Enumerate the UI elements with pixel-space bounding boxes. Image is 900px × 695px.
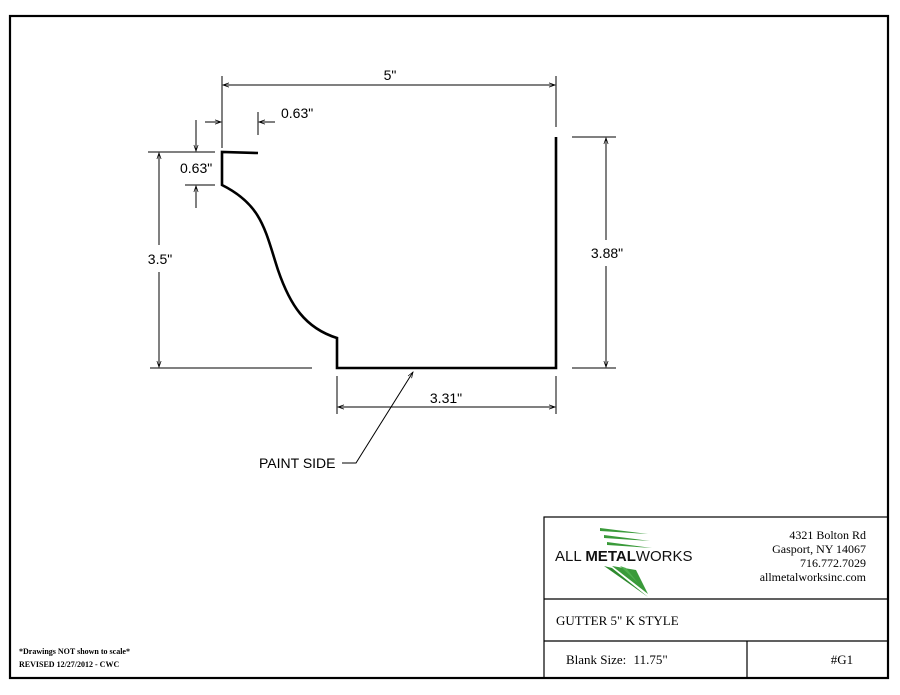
logo-text-metal: METAL <box>585 548 636 565</box>
dimension-label-front-height: 3.5" <box>148 251 172 267</box>
dimension-top-width: 5" <box>221 67 557 148</box>
logo-text-all: ALL <box>555 548 585 565</box>
paint-side-callout: PAINT SIDE <box>259 371 414 471</box>
blank-size-value: 11.75" <box>634 652 668 667</box>
blank-size-label: Blank Size: <box>566 652 626 667</box>
address-line-2: Gasport, NY 14067 <box>772 542 866 556</box>
dimension-lip-width: 0.63" <box>205 105 313 135</box>
dimension-label-lip-width: 0.63" <box>281 105 313 121</box>
svg-text:ALL METALWORKS: ALL METALWORKS <box>555 548 693 565</box>
logo-stripes-icon <box>600 528 652 597</box>
title-block: ALL METALWORKS 4321 Bolton Rd Gasport, N… <box>543 516 889 679</box>
revision-note: REVISED 12/27/2012 - CWC <box>19 660 119 669</box>
dimension-front-height: 3.5" <box>148 151 312 369</box>
drawing-title: GUTTER 5" K STYLE <box>556 613 679 628</box>
dimension-label-bottom-width: 3.31" <box>430 390 462 406</box>
dimension-lip-height: 0.63" <box>180 120 215 208</box>
dimension-label-lip-height: 0.63" <box>180 160 212 176</box>
dimension-label-top-width: 5" <box>384 67 397 83</box>
website: allmetalworksinc.com <box>760 570 867 584</box>
company-logo: ALL METALWORKS <box>555 528 693 597</box>
address-line-1: 4321 Bolton Rd <box>789 528 866 542</box>
scale-note: *Drawings NOT shown to scale* <box>19 647 130 656</box>
dimension-bottom-width: 3.31" <box>336 376 557 414</box>
dimension-back-height: 3.88" <box>572 136 623 369</box>
svg-text:Blank Size: 11.75": Blank Size: 11.75" <box>566 652 668 667</box>
paint-side-label: PAINT SIDE <box>259 455 336 471</box>
drawing-number: #G1 <box>831 652 853 667</box>
gutter-profile <box>220 137 558 370</box>
sheet-border <box>8 14 890 680</box>
phone-number: 716.772.7029 <box>800 556 866 570</box>
dimension-label-back-height: 3.88" <box>591 245 623 261</box>
logo-text-works: WORKS <box>636 548 693 565</box>
